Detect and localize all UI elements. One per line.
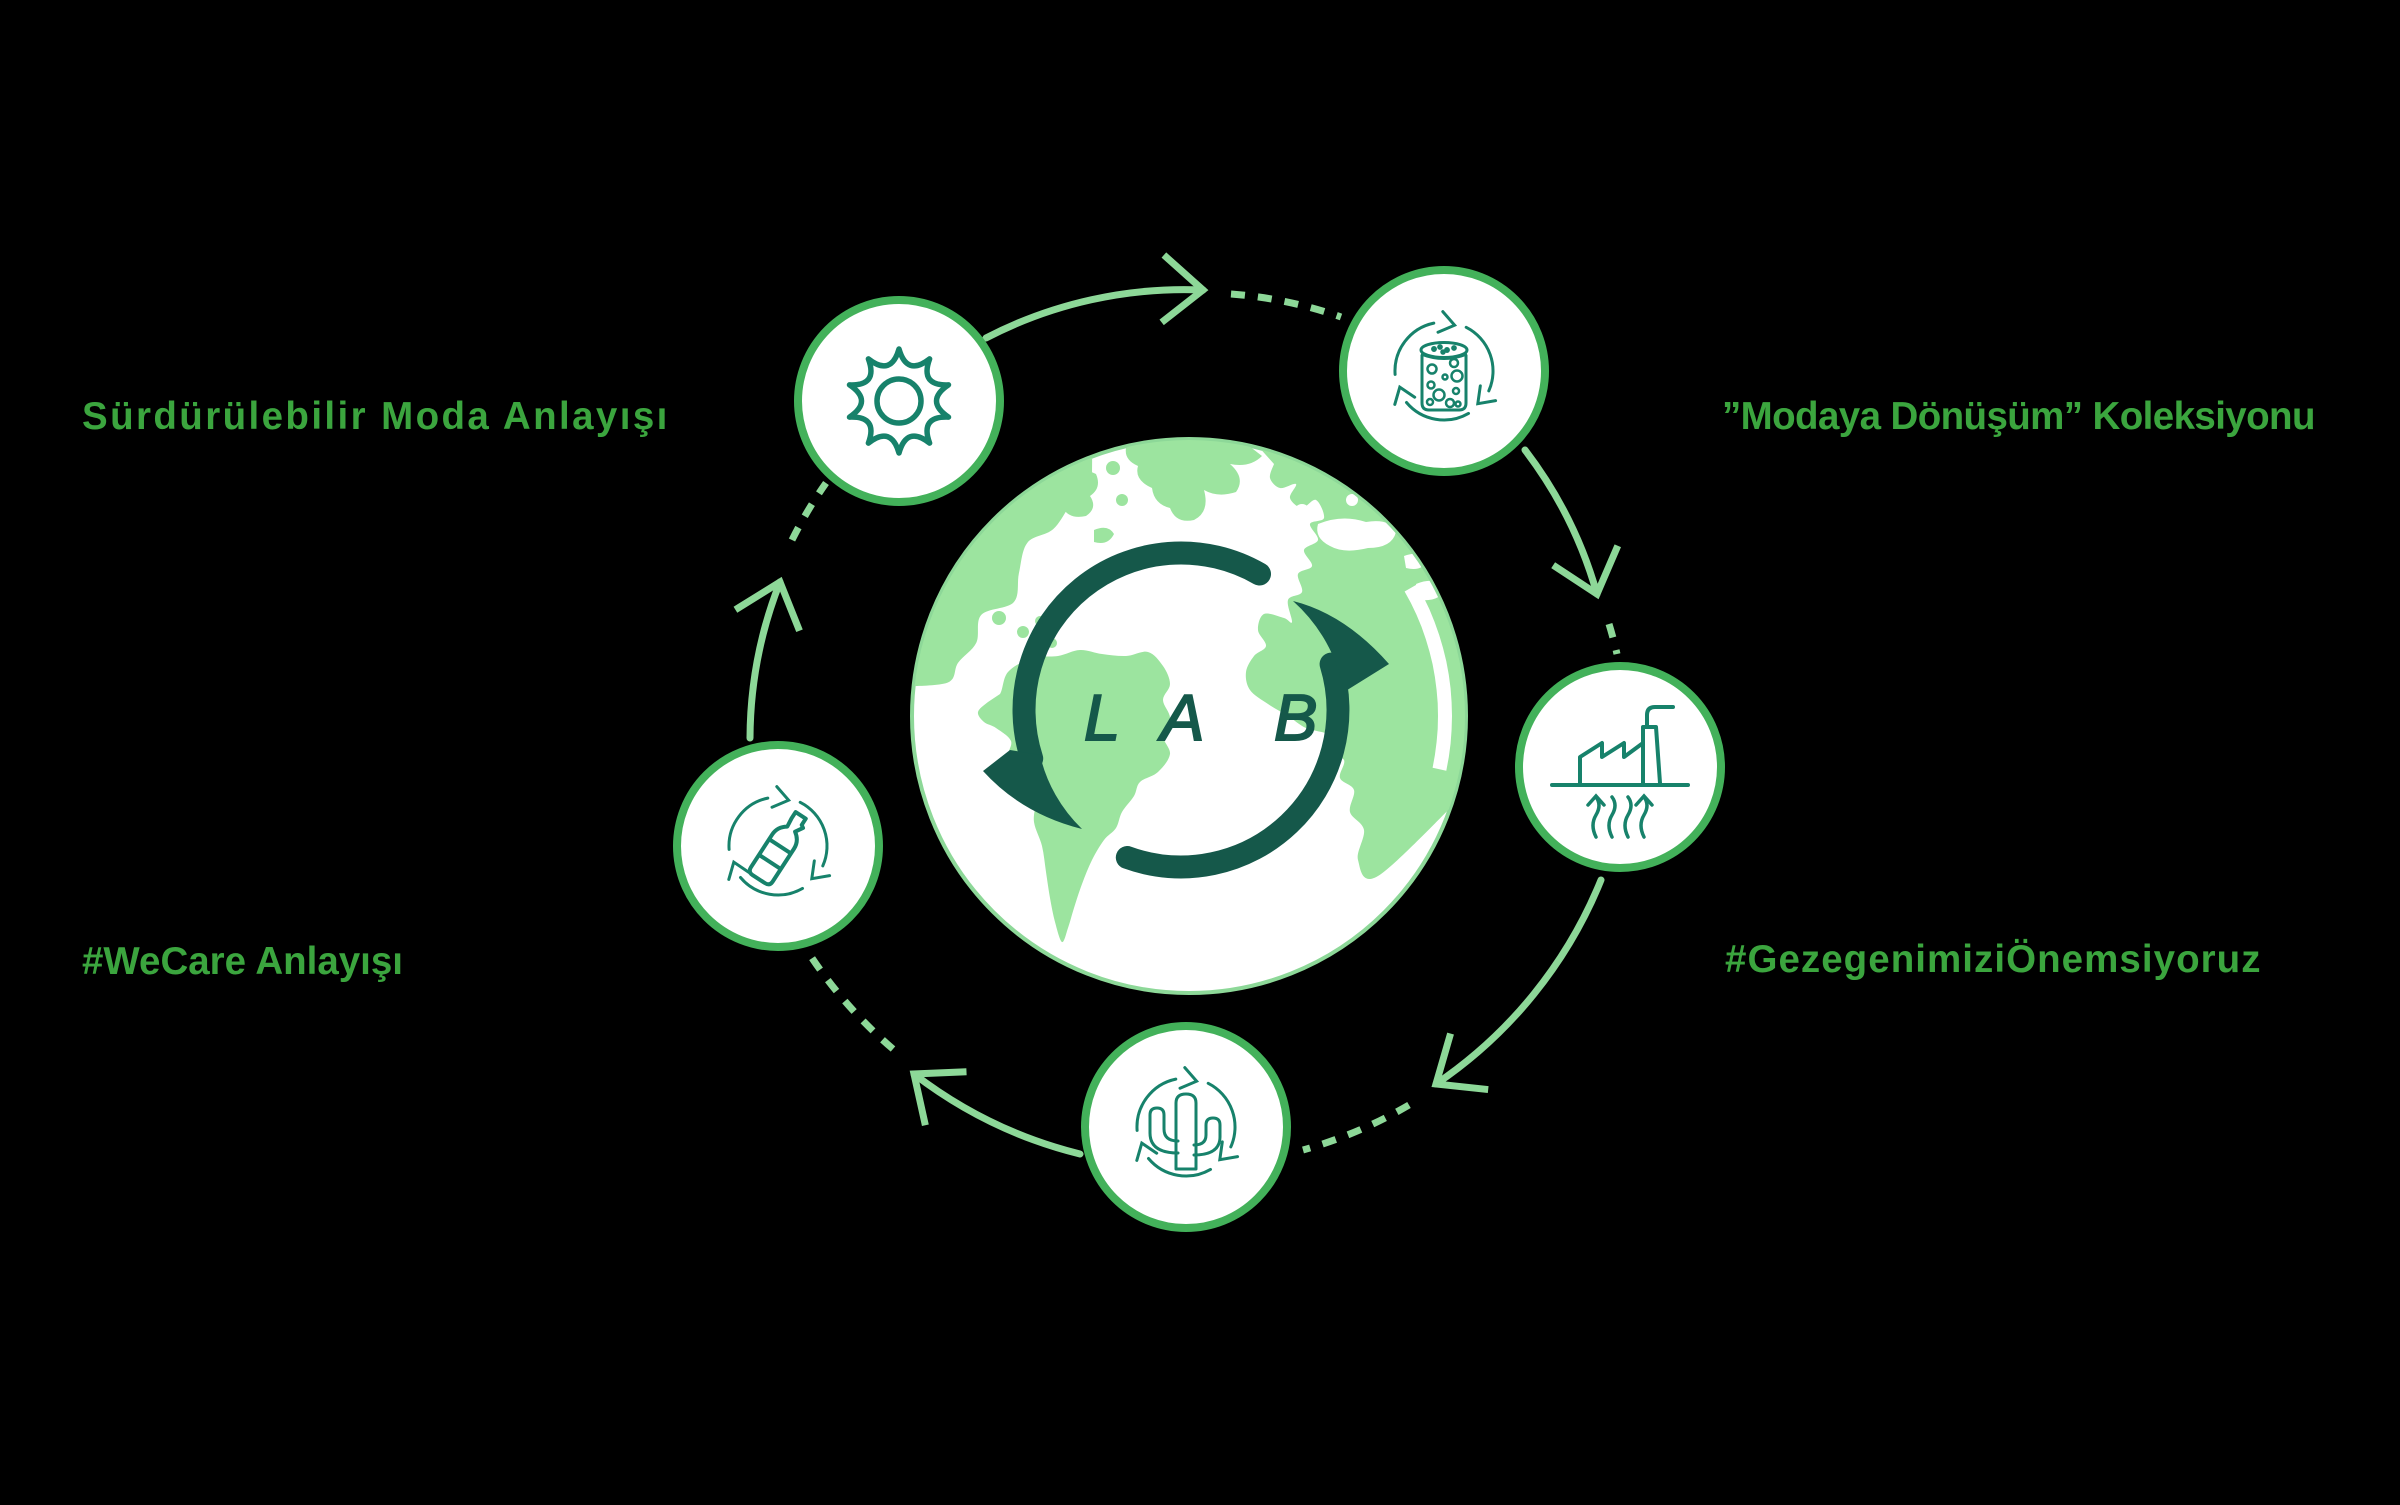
svg-text:”Modaya Dönüşüm” Koleksiyonu: ”Modaya Dönüşüm” Koleksiyonu: [1722, 395, 2315, 438]
svg-text:L: L: [1084, 681, 1120, 754]
svg-text:#WeCare Anlayışı: #WeCare Anlayışı: [82, 940, 403, 983]
svg-text:Sürdürülebilir Moda Anlayışı: Sürdürülebilir Moda Anlayışı: [82, 395, 670, 438]
svg-text:A: A: [1157, 681, 1204, 754]
svg-text:B: B: [1274, 681, 1317, 754]
svg-text:#GezegenimiziÖnemsiyoruz: #GezegenimiziÖnemsiyoruz: [1725, 938, 2262, 981]
